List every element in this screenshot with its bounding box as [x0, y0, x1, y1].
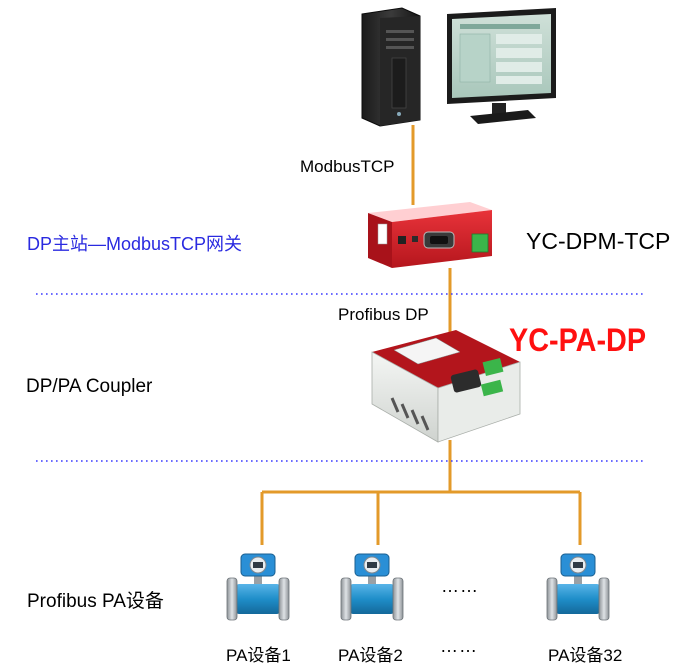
pa-device-2-label: PA设备2 — [338, 646, 403, 665]
modbus-tcp-label: ModbusTCP — [300, 157, 395, 176]
pa-device-1-label: PA设备1 — [226, 646, 291, 665]
pa-device-32-label: PA设备32 — [548, 646, 623, 665]
electromagnetic-flowmeter-icon — [340, 553, 404, 621]
din-rail-gateway-icon — [368, 202, 492, 268]
coupler-model-label: YC-PA-DP — [509, 322, 647, 358]
device-label-ellipsis: …… — [440, 636, 478, 656]
electromagnetic-flowmeter-icon — [226, 553, 290, 621]
electromagnetic-flowmeter-icon — [546, 553, 610, 621]
bus-lines — [260, 125, 582, 545]
pc-with-monitor-icon — [361, 7, 556, 127]
dp-master-gateway-label: DP主站—ModbusTCP网关 — [27, 234, 243, 254]
device-ellipsis: …… — [441, 576, 479, 596]
gateway-model-label: YC-DPM-TCP — [526, 228, 671, 254]
coupler-level-label: DP/PA Coupler — [26, 376, 153, 397]
profibus-dp-label: Profibus DP — [338, 305, 429, 324]
pa-devices-label: Profibus PA设备 — [27, 591, 164, 612]
dp-pa-coupler-icon — [371, 330, 521, 443]
